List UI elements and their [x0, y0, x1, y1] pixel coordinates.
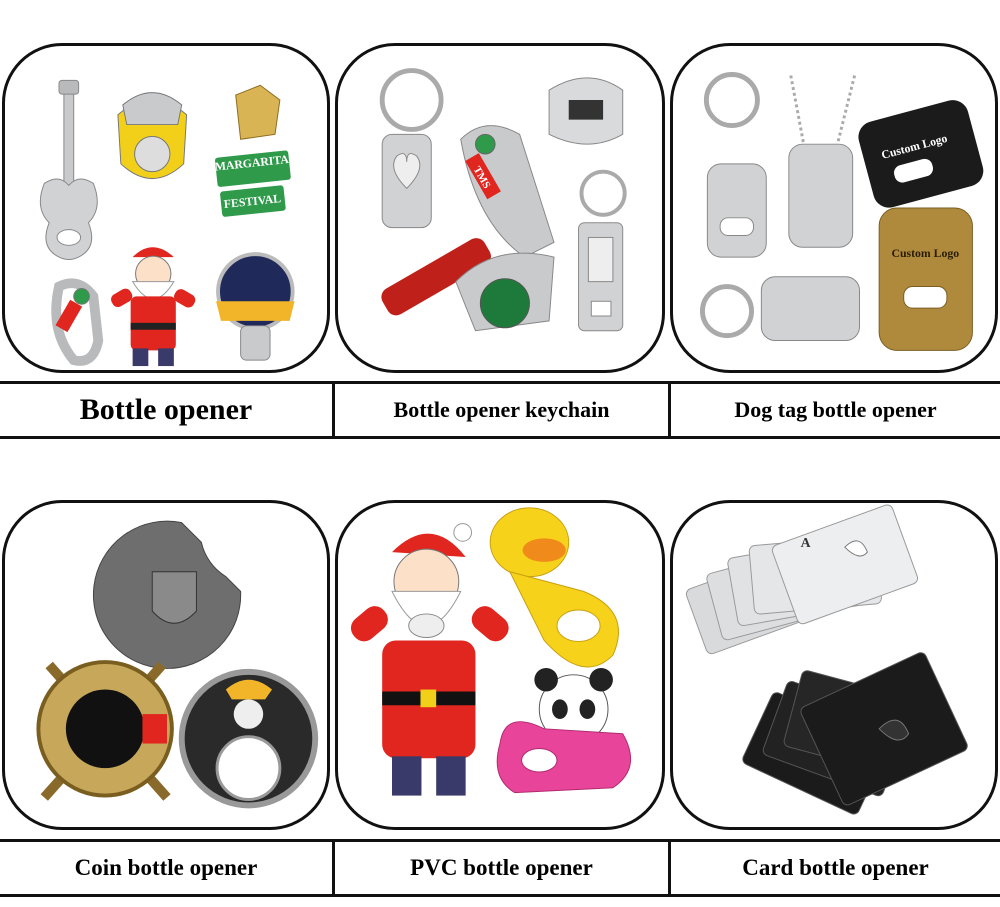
label-bottle-opener-keychain: Bottle opener keychain — [332, 384, 668, 436]
carabiner-opener-icon — [51, 278, 104, 366]
label-coin-bottle-opener: Coin bottle opener — [74, 855, 258, 880]
badge-opener-icon — [216, 252, 295, 361]
label-card-bottle-opener: Card bottle opener — [668, 842, 1000, 894]
coin-products-image — [36, 520, 319, 809]
pvc-santa-icon — [350, 523, 509, 796]
santa-opener-icon — [111, 247, 196, 367]
pvc-products-image — [350, 507, 631, 796]
black-cards-fan-icon — [742, 652, 968, 815]
green-round-opener-icon — [455, 252, 555, 332]
skull-coin-icon — [178, 668, 319, 809]
bottle-cap-opener-icon — [548, 77, 624, 145]
festival-text: FESTIVAL — [223, 192, 282, 211]
card-products-image: A — [685, 504, 968, 815]
panel-dog-tag-bottle-opener: Custom Logo Custom Logo — [670, 43, 998, 373]
brass-dog-tag-icon: Custom Logo — [878, 207, 973, 351]
helmet-opener-icon — [117, 92, 188, 179]
dog-tag-products-image: Custom Logo Custom Logo — [699, 72, 984, 351]
panel-bottle-opener: MARGARITA FESTIVAL — [2, 43, 330, 373]
keyring-dog-tag-icon — [703, 72, 767, 258]
red-opener-icon — [381, 238, 491, 316]
silver-card-ace-text: A — [801, 535, 811, 550]
label-row-1: Bottle opener Bottle opener keychain Dog… — [0, 381, 1000, 439]
panel-card-bottle-opener: A — [670, 500, 998, 830]
panel-bottle-opener-keychain: TMS — [335, 43, 665, 373]
silver-cards-fan-icon: A — [685, 504, 919, 655]
pvc-panda-icon — [496, 667, 631, 794]
axe-coin-icon — [36, 660, 174, 801]
tms-carabiner-icon: TMS — [460, 125, 555, 258]
keychain-products-image: TMS — [379, 68, 627, 332]
heart-keychain-icon — [379, 68, 444, 229]
black-dog-tag-icon: Custom Logo — [858, 100, 984, 208]
guitar-opener-icon — [39, 79, 98, 261]
label-pvc-bottle-opener: PVC bottle opener — [332, 842, 668, 894]
pvc-duck-icon — [489, 507, 619, 668]
label-row-2: Coin bottle opener PVC bottle opener Car… — [0, 839, 1000, 897]
ball-chain-dog-tag-icon — [788, 75, 857, 248]
custom-logo-brass-text: Custom Logo — [891, 247, 959, 260]
panel-pvc-bottle-opener — [335, 500, 665, 830]
military-coin-icon — [93, 520, 242, 669]
keyring-horizontal-tag-icon — [699, 276, 861, 342]
margarita-festival-opener: MARGARITA FESTIVAL — [214, 84, 291, 217]
rectangle-keychain-icon — [578, 169, 627, 332]
panel-coin-bottle-opener — [2, 500, 330, 830]
bottle-opener-products-image: MARGARITA FESTIVAL — [39, 79, 295, 367]
label-dog-tag-bottle-opener: Dog tag bottle opener — [668, 384, 1000, 436]
label-bottle-opener: Bottle opener — [79, 393, 253, 426]
